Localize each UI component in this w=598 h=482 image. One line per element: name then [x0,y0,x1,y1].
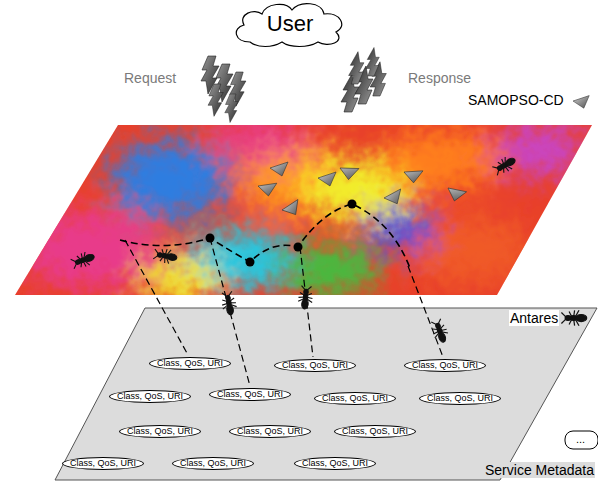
metadata-text: Class, QoS, URI [282,360,348,371]
metadata-legend-text: Service Metadata [484,462,595,478]
metadata-text: Class, QoS, URI [427,393,493,404]
service-metadata-oval: Class, QoS, URI [172,457,254,470]
ant-legend-text: Antares [509,310,559,326]
service-metadata-oval: Class, QoS, URI [62,457,144,470]
service-metadata-oval: Class, QoS, URI [404,359,486,372]
metadata-text: Class, QoS, URI [237,426,303,437]
metadata-text: Class, QoS, URI [180,458,246,469]
metadata-text: Class, QoS, URI [342,426,408,437]
service-metadata-oval: Class, QoS, URI [334,425,416,438]
metadata-text: Class, QoS, URI [322,393,388,404]
user-cloud: User [228,0,352,48]
user-label: User [267,11,313,37]
particle-legend-text: SAMOPSO-CD [468,92,564,108]
service-metadata-oval: Class, QoS, URI [274,359,356,372]
service-metadata-oval: Class, QoS, URI [209,388,291,401]
service-metadata-oval: Class, QoS, URI [109,390,191,403]
service-metadata-oval: Class, QoS, URI [229,425,311,438]
service-metadata-oval: Class, QoS, URI [294,457,376,470]
metadata-text: Class, QoS, URI [412,360,478,371]
request-label: Request [124,70,176,86]
metadata-text: Class, QoS, URI [117,391,183,402]
metadata-text: Class, QoS, URI [70,458,136,469]
service-metadata-oval: Class, QoS, URI [314,392,396,405]
service-metadata-oval: Class, QoS, URI [149,357,231,370]
metadata-text: Class, QoS, URI [217,389,283,400]
service-metadata-oval: Class, QoS, URI [419,392,501,405]
ellipsis-sample: ... [576,433,585,445]
response-label: Response [408,70,471,86]
metadata-text: Class, QoS, URI [127,426,193,437]
metadata-text: Class, QoS, URI [157,358,223,369]
service-metadata-oval: Class, QoS, URI [119,425,201,438]
metadata-text: Class, QoS, URI [302,458,368,469]
